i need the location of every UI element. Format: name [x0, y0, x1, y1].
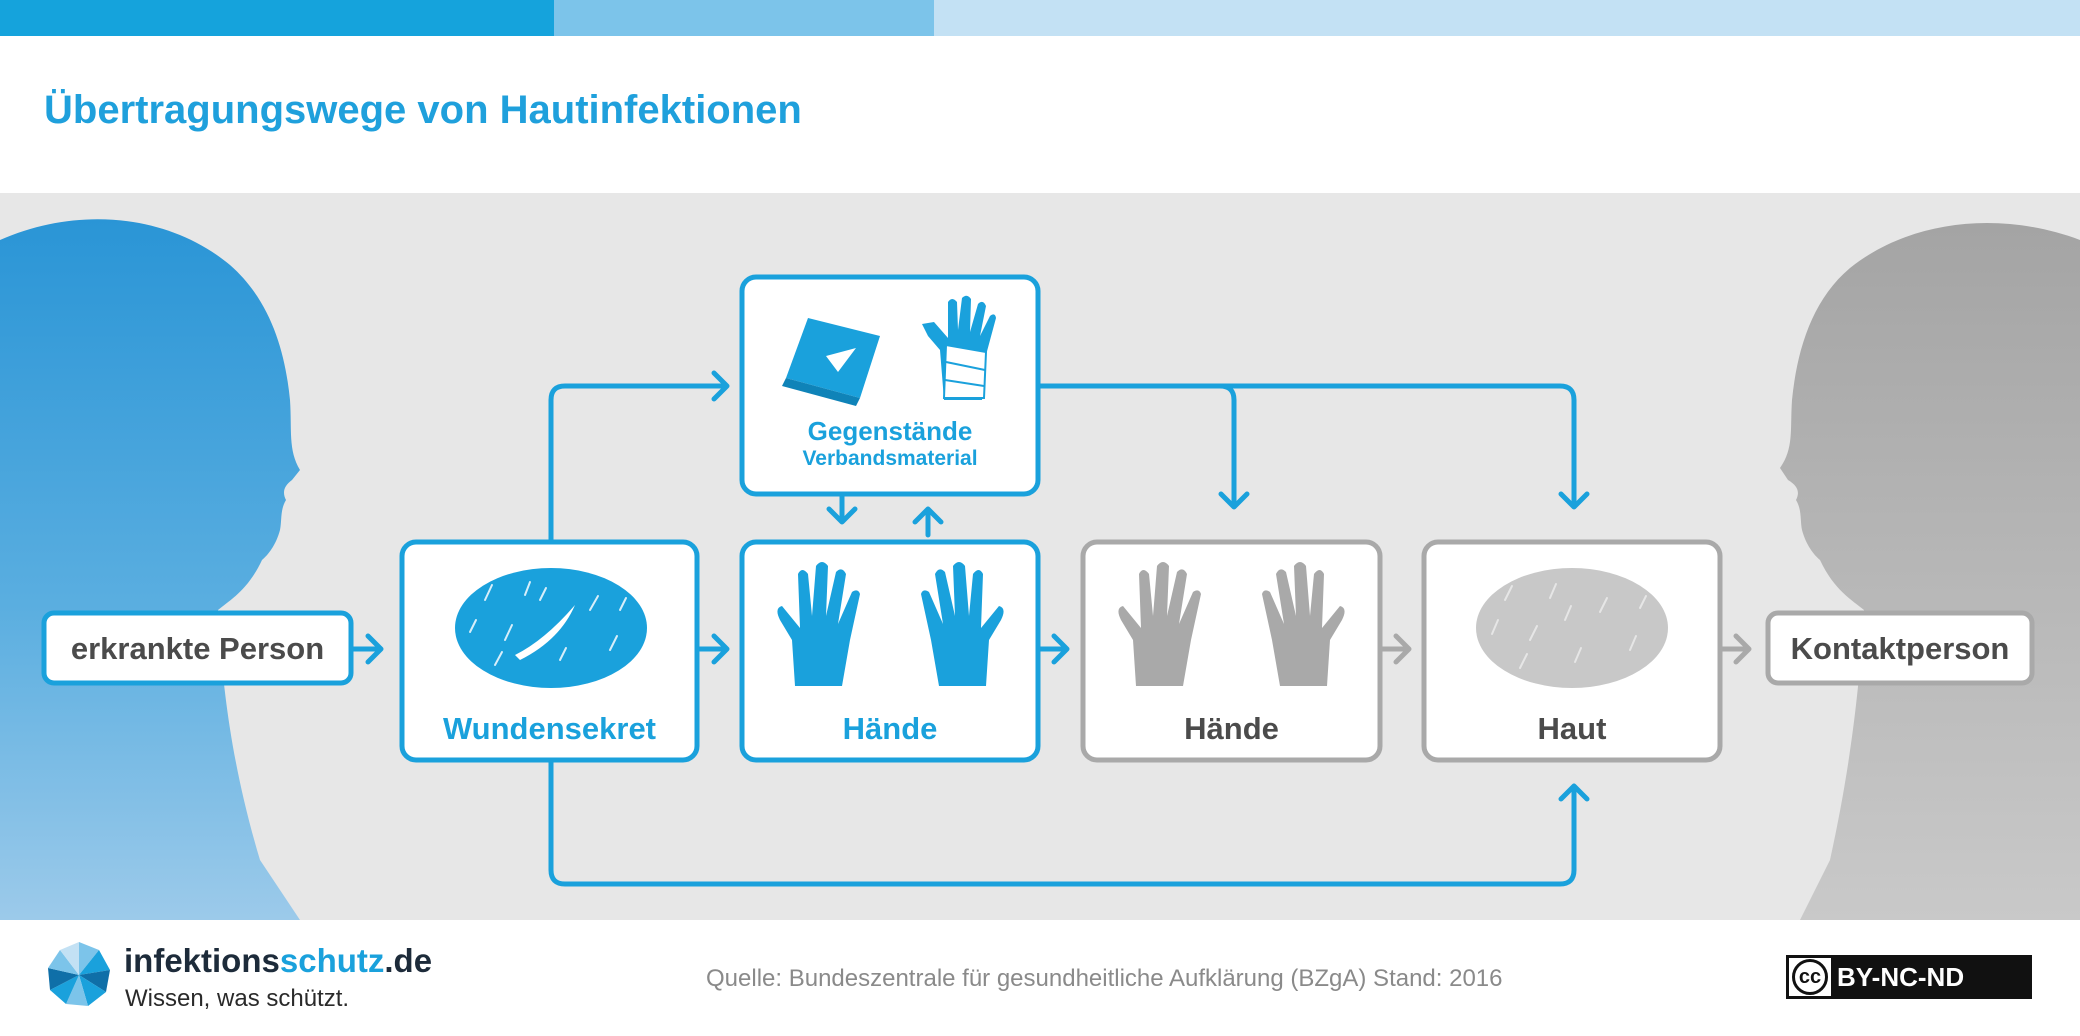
blue-connectors [350, 370, 1590, 887]
license-text: BY-NC-ND [1837, 961, 1965, 992]
brand-part-1: infektions [124, 942, 280, 979]
cc-icon-text: cc [1792, 959, 1828, 995]
gegenstaende-label: Gegenstände [807, 416, 973, 446]
gegenstaende-sub-label: Verbandsmaterial [802, 447, 978, 470]
top-bar-segment-3 [934, 0, 2080, 36]
skin-icon [1476, 568, 1668, 688]
head-silhouette-icon [0, 219, 300, 920]
top-bar-segment-2 [554, 0, 934, 36]
brand-part-2: schutz [279, 942, 385, 979]
hands-icon [777, 562, 1004, 686]
bandage-icon [782, 318, 880, 406]
top-bar-segment-1 [0, 0, 554, 36]
node-erkrankte-person [41, 610, 354, 686]
haende-infected-label: Hände [842, 711, 938, 746]
license-badge: cc BY-NC-ND [1786, 955, 2032, 999]
page-title: Übertragungswege von Hautinfektionen [44, 88, 802, 132]
node-kontaktperson [1765, 610, 2035, 686]
brand-part-3: .de [384, 942, 433, 979]
gray-connectors [1379, 633, 1752, 665]
wound-icon [455, 568, 647, 688]
kontaktperson-label: Kontaktperson [1790, 631, 2010, 666]
transmission-diagram [0, 219, 2080, 920]
diagram-panel: erkrankte Person Wundensekret Gegenständ… [0, 193, 2080, 920]
brand-name: infektionsschutz.de [124, 942, 432, 980]
hands-icon [1118, 562, 1345, 686]
erkrankte-person-label: erkrankte Person [70, 631, 325, 666]
head-silhouette-icon [1780, 223, 2080, 920]
bandaged-hand-icon [922, 295, 996, 400]
cc-icon: cc [1789, 958, 1831, 996]
haende-contact-label: Hände [1184, 711, 1279, 746]
umbrella-logo-icon [48, 942, 110, 1006]
brand-tagline: Wissen, was schützt. [125, 985, 350, 1012]
haut-label: Haut [1537, 711, 1607, 746]
wundensekret-label: Wundensekret [442, 711, 657, 746]
source-note: Quelle: Bundeszentrale für gesundheitlic… [706, 965, 1503, 992]
